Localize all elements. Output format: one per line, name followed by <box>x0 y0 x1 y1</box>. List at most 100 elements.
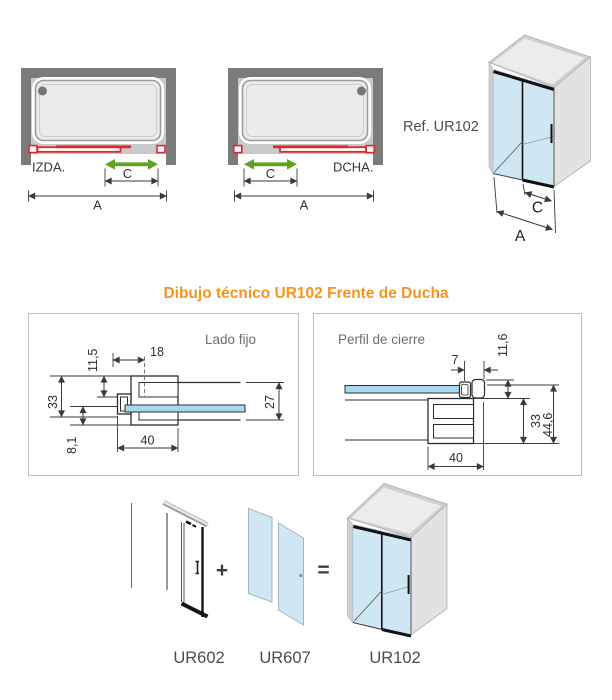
glass-reflection <box>353 589 384 622</box>
door-lines <box>345 399 428 441</box>
wall-edge-left <box>347 517 354 624</box>
kit-ur607 <box>248 507 304 626</box>
wall-right <box>373 68 383 165</box>
wall-profile-left <box>28 144 38 154</box>
dim-a-label: A <box>300 198 309 213</box>
wall-left <box>21 68 31 165</box>
wall-edge-left <box>488 61 494 175</box>
bottom-track <box>522 178 555 189</box>
profile-slot-top <box>433 404 474 419</box>
label-ur102: UR102 <box>369 649 420 667</box>
shower-tray-inner <box>246 84 364 137</box>
shower-tray-outer <box>239 77 371 144</box>
page-title: Dibujo técnico UR102 Frente de Ducha <box>163 285 448 302</box>
shower-tray-outer <box>32 77 164 144</box>
sliding-door-dcha <box>233 144 376 154</box>
roof-inner <box>492 38 585 85</box>
dimension-a-izda: A <box>28 190 167 213</box>
dimension-44-6: 44,6 <box>487 384 559 444</box>
dim-11-5-label: 11,5 <box>86 349 100 372</box>
dimension-40: 40 <box>117 416 179 452</box>
side-label-izda: IZDA. <box>32 160 65 175</box>
door-handle <box>407 575 410 594</box>
cover-lines <box>178 381 241 421</box>
plus-sign: + <box>216 559 228 582</box>
kit-ur602 <box>131 500 209 619</box>
bottom-rail <box>492 173 523 181</box>
dimension-7: 7 <box>451 353 498 381</box>
tech-panel-closing: Perfil de cierre 7 11,6 33 44,6 <box>313 313 582 476</box>
dim-c-label: C <box>532 200 543 217</box>
glass-panel <box>124 404 246 413</box>
dim-c-label: C <box>266 166 275 181</box>
iso-view-top: C A <box>488 34 592 245</box>
sliding-panel <box>56 145 131 149</box>
tray-line <box>522 136 554 145</box>
shower-tray-inner <box>39 84 157 137</box>
drain-icon <box>357 86 366 96</box>
shower-tray <box>241 79 369 142</box>
dimension-8-1: 8,1 <box>65 406 131 454</box>
dim-44-6-label: 44,6 <box>541 413 555 437</box>
dim-18-label: 18 <box>150 345 164 359</box>
wall-profile-left <box>233 144 243 154</box>
dimension-a-iso: A <box>493 176 553 245</box>
dimension-c-izda: C <box>104 166 159 187</box>
profile-slot-bottom <box>433 424 474 439</box>
dimension-11-5: 11,5 <box>50 349 131 398</box>
side-label-dcha: DCHA. <box>333 160 373 175</box>
dimension-40: 40 <box>427 402 484 470</box>
plan-view-izda: IZDA. C A <box>21 68 176 213</box>
sliding-panel <box>273 145 348 149</box>
drain-icon <box>38 86 47 96</box>
wall-left <box>228 68 238 165</box>
glass-panel <box>344 385 463 394</box>
dim-11-6-label: 11,6 <box>496 334 510 357</box>
dim-40-label: 40 <box>141 434 155 448</box>
equals-sign: = <box>317 559 329 582</box>
plan-view-dcha: DCHA. C A <box>228 68 383 213</box>
wall-profile-right <box>156 144 166 154</box>
wall-top <box>21 68 176 78</box>
dim-a-label: A <box>93 198 102 213</box>
bottom-bar <box>180 601 209 619</box>
profile-inner-top <box>138 382 179 398</box>
handle-bracket <box>195 560 199 575</box>
panel-border <box>313 313 582 476</box>
dimension-c-dcha: C <box>243 166 298 187</box>
dim-27-label: 27 <box>263 395 277 409</box>
roof-inner <box>351 487 442 534</box>
dim-33-label: 33 <box>529 414 543 428</box>
profile-inner-bottom <box>138 411 179 421</box>
slide-direction-arrow <box>244 159 297 170</box>
dim-c-label: C <box>123 166 132 181</box>
dim-40-label: 40 <box>449 451 463 465</box>
glass-reflection <box>493 140 524 173</box>
shower-tray <box>34 79 162 142</box>
top-clip-2 <box>192 524 197 528</box>
glass-panel-fixed <box>248 507 273 603</box>
wall-top <box>228 68 383 78</box>
bottom-track <box>381 628 412 638</box>
top-clip-1 <box>185 520 192 526</box>
dim-7-label: 7 <box>452 353 459 367</box>
panel-title-fixed: Lado fijo <box>205 332 256 347</box>
tray-line <box>381 585 411 595</box>
ref-label: Ref. UR102 <box>403 119 479 135</box>
dimension-27: 27 <box>246 382 284 421</box>
composition-diagram: + = UR602 UR607 UR102 <box>131 483 448 667</box>
dim-8-1-label: 8,1 <box>65 437 79 454</box>
wall-profile-right <box>365 144 376 154</box>
dimension-a-dcha: A <box>234 190 374 213</box>
closing-seal-outer <box>471 378 486 399</box>
handle-hole <box>299 573 303 578</box>
dimension-c-iso: C <box>522 183 556 234</box>
tech-panel-fixed: Lado fijo 18 11,5 33 8,1 <box>28 313 299 476</box>
panel-title-closing: Perfil de cierre <box>338 332 425 347</box>
label-ur607: UR607 <box>259 649 310 667</box>
label-ur602: UR602 <box>173 649 224 667</box>
wall-right <box>166 68 176 165</box>
dim-a-label: A <box>515 228 526 245</box>
bottom-rail <box>352 622 382 630</box>
